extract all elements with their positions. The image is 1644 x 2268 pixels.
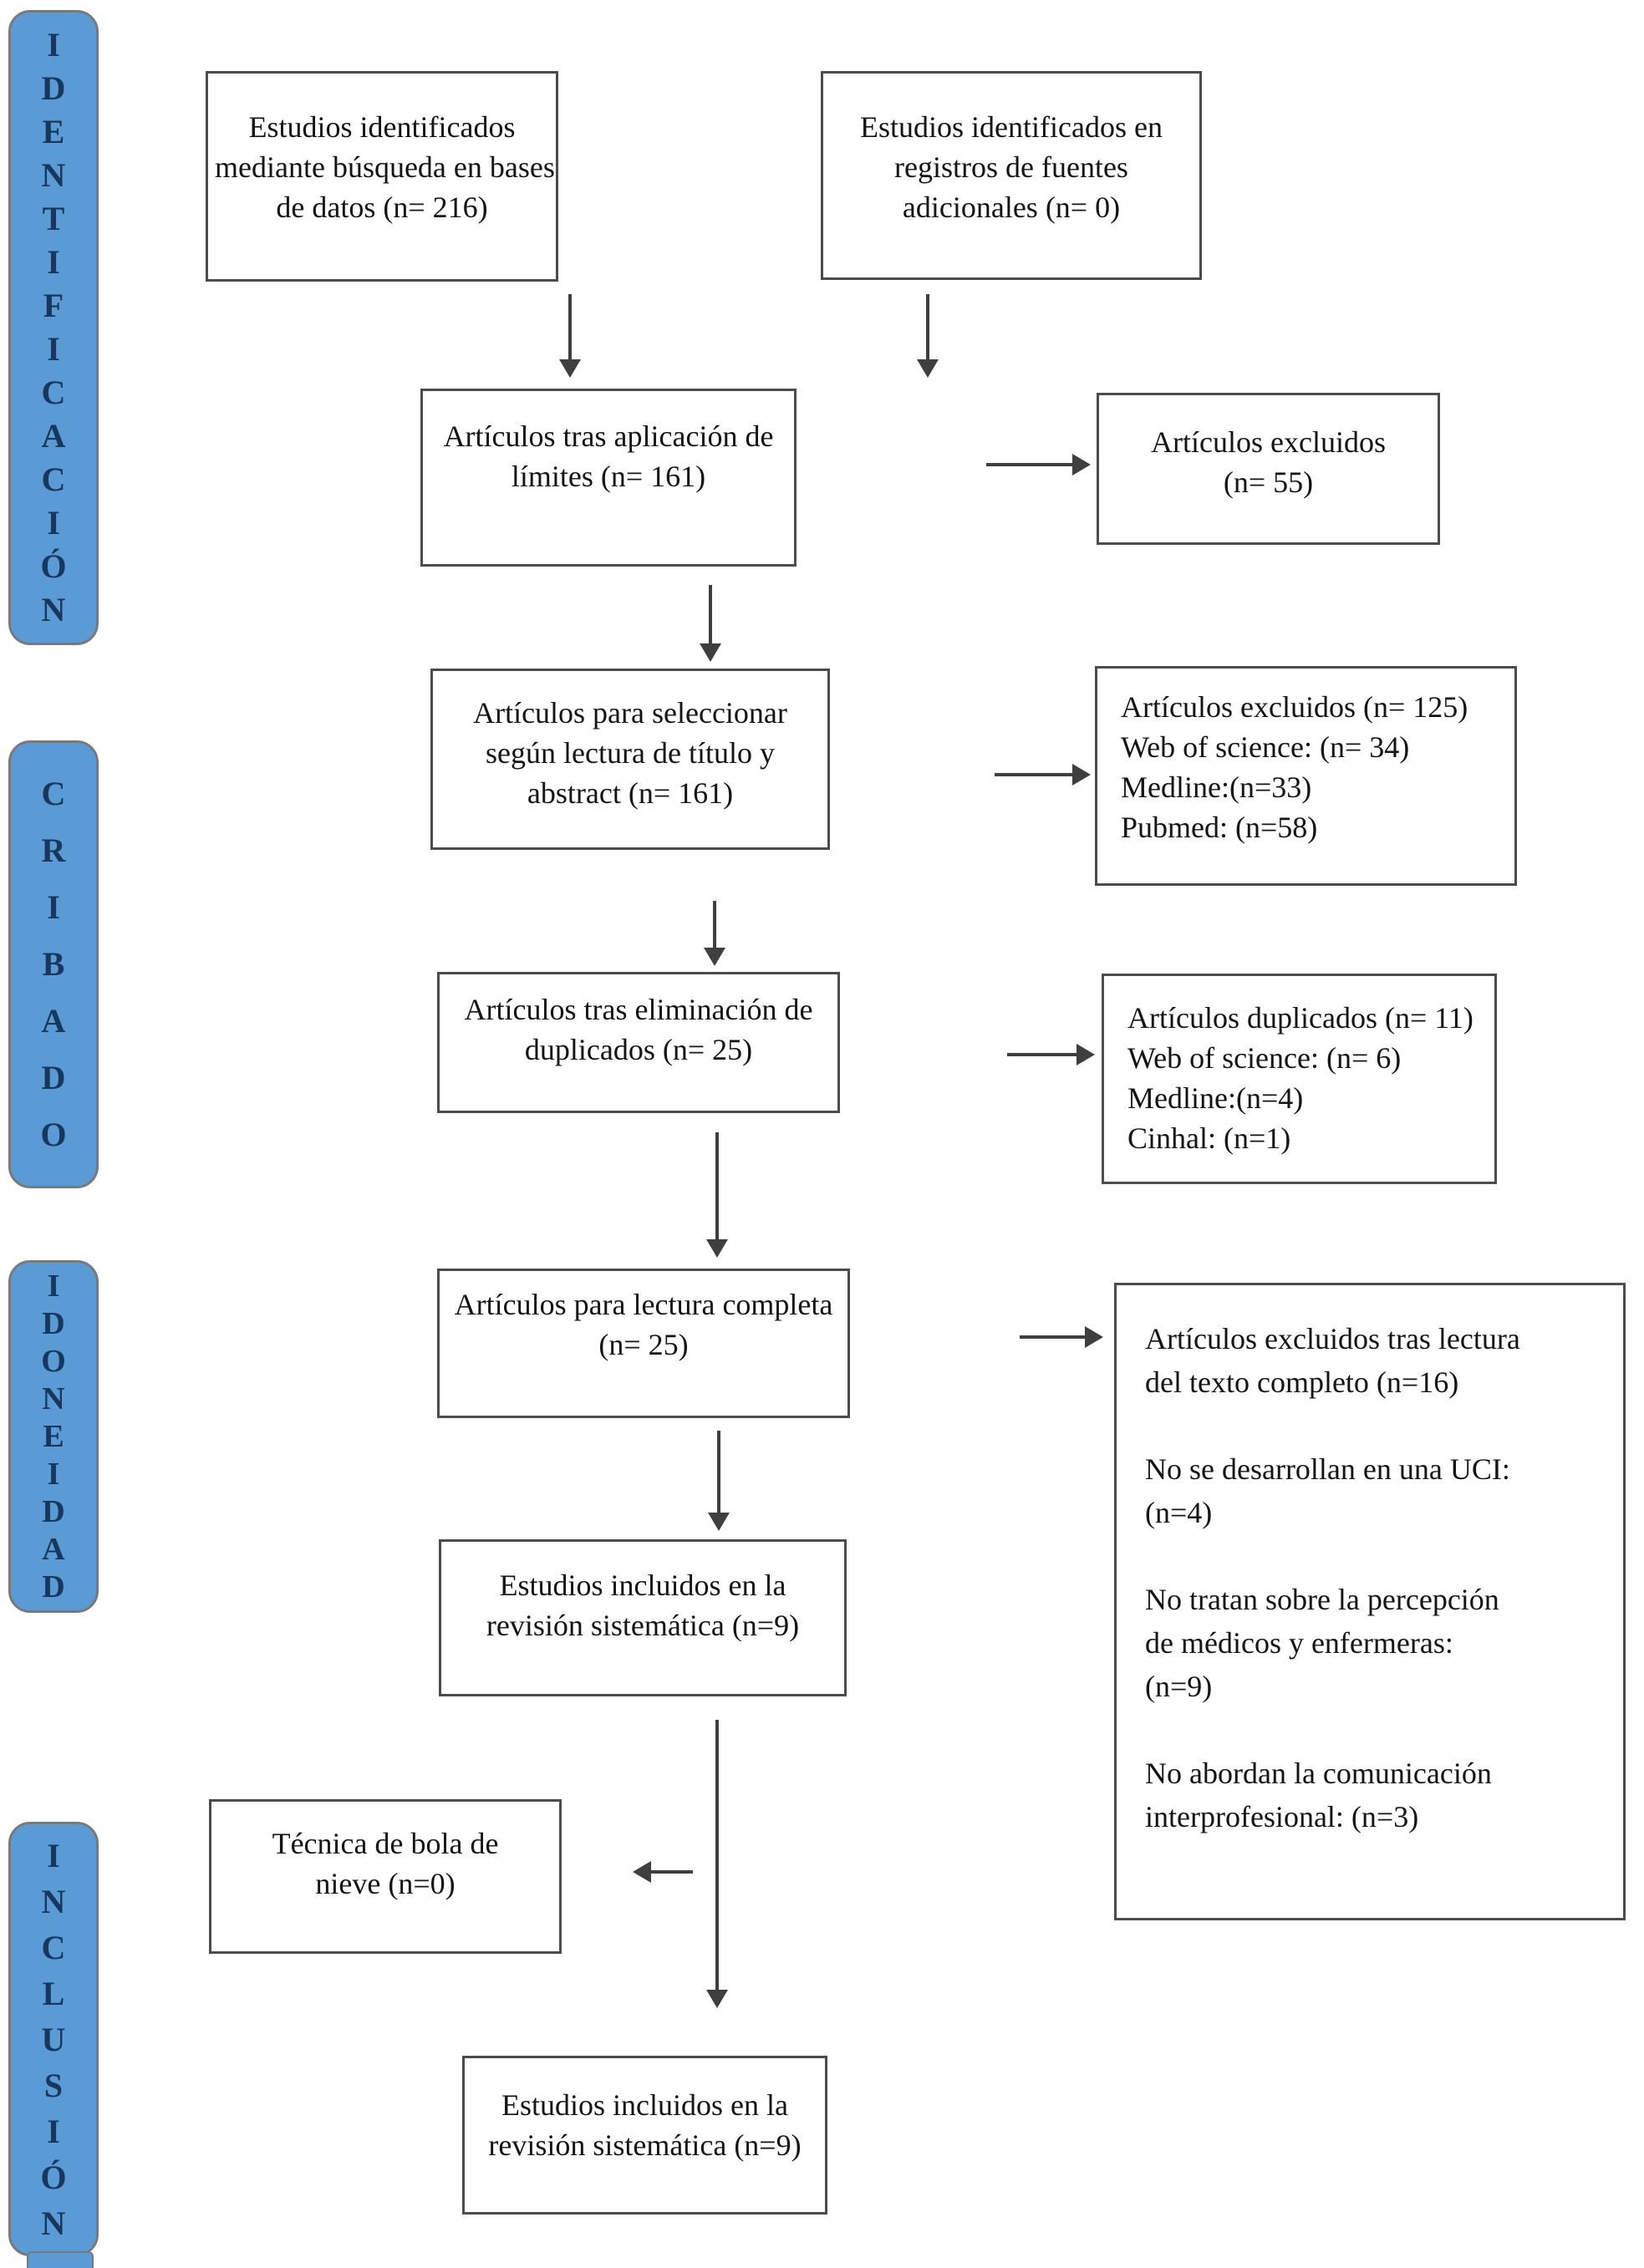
stage-label-screening: C R I B A D O — [40, 775, 67, 1153]
arrow-right-icon — [995, 764, 1091, 786]
box-articles-excluded-fulltext-text: Artículos excluidos tras lectura del tex… — [1145, 1322, 1520, 1833]
stage-label-identification: I D E N T I F I C A C I Ó N — [40, 26, 67, 628]
stage-panel-eligibility: I D O N E I D A D — [8, 1260, 99, 1613]
stage-panel-screening: C R I B A D O — [8, 740, 99, 1188]
arrow-down-icon — [706, 1132, 728, 1258]
box-articles-title-abstract: Artículos para seleccionar según lectura… — [430, 669, 830, 850]
arrow-down-icon — [917, 294, 939, 378]
arrow-down-icon — [559, 294, 581, 378]
stage-panel-inclusion: I N C L U S I Ó N — [8, 1822, 99, 2256]
box-studies-included-final-text: Estudios incluidos en la revisión sistem… — [488, 2088, 802, 2162]
arrow-down-icon — [706, 1720, 728, 2008]
box-articles-after-duplicates-text: Artículos tras eliminación de duplicados… — [464, 993, 813, 1066]
box-articles-after-limits-text: Artículos tras aplicación de límites (n=… — [443, 420, 774, 493]
arrow-down-icon — [708, 1431, 730, 1531]
arrow-right-icon — [1020, 1326, 1103, 1348]
box-studies-identified-databases-text: Estudios identificados mediante búsqueda… — [215, 110, 555, 224]
box-studies-included-review-text: Estudios incluidos en la revisión sistem… — [486, 1569, 800, 1642]
box-studies-identified-additional-text: Estudios identificados en registros de f… — [860, 110, 1163, 224]
box-articles-title-abstract-text: Artículos para seleccionar según lectura… — [473, 696, 787, 810]
box-articles-excluded-fulltext: Artículos excluidos tras lectura del tex… — [1114, 1283, 1626, 1920]
box-studies-identified-additional: Estudios identificados en registros de f… — [821, 71, 1202, 280]
box-articles-after-duplicates: Artículos tras eliminación de duplicados… — [437, 972, 840, 1113]
stage-panel-fragment — [27, 2251, 94, 2268]
box-articles-duplicated-11: Artículos duplicados (n= 11) Web of scie… — [1102, 974, 1497, 1184]
box-articles-full-reading-text: Artículos para lectura completa (n= 25) — [454, 1288, 833, 1361]
stage-label-eligibility: I D O N E I D A D — [41, 1268, 66, 1604]
stage-label-inclusion: I N C L U S I Ó N — [40, 1836, 67, 2242]
box-snowball-technique: Técnica de bola de nieve (n=0) — [209, 1799, 562, 1954]
arrow-down-icon — [700, 585, 721, 662]
box-articles-after-limits: Artículos tras aplicación de límites (n=… — [420, 389, 797, 567]
box-studies-included-review: Estudios incluidos en la revisión sistem… — [439, 1539, 847, 1696]
box-articles-excluded-125-text: Artículos excluidos (n= 125) Web of scie… — [1121, 690, 1468, 844]
box-articles-excluded-55-text: Artículos excluidos (n= 55) — [1151, 425, 1386, 499]
box-articles-full-reading: Artículos para lectura completa (n= 25) — [437, 1269, 850, 1418]
box-articles-duplicated-11-text: Artículos duplicados (n= 11) Web of scie… — [1127, 1001, 1473, 1155]
box-snowball-technique-text: Técnica de bola de nieve (n=0) — [272, 1827, 499, 1900]
arrow-right-icon — [1007, 1044, 1095, 1065]
box-articles-excluded-55: Artículos excluidos (n= 55) — [1097, 393, 1440, 545]
arrow-right-icon — [986, 454, 1091, 475]
arrow-down-icon — [704, 901, 725, 966]
box-studies-identified-databases: Estudios identificados mediante búsqueda… — [206, 71, 558, 282]
box-articles-excluded-125: Artículos excluidos (n= 125) Web of scie… — [1095, 666, 1517, 886]
box-studies-included-final: Estudios incluidos en la revisión sistem… — [462, 2056, 827, 2215]
stage-panel-identification: I D E N T I F I C A C I Ó N — [8, 10, 99, 645]
arrow-left-icon — [633, 1861, 693, 1883]
